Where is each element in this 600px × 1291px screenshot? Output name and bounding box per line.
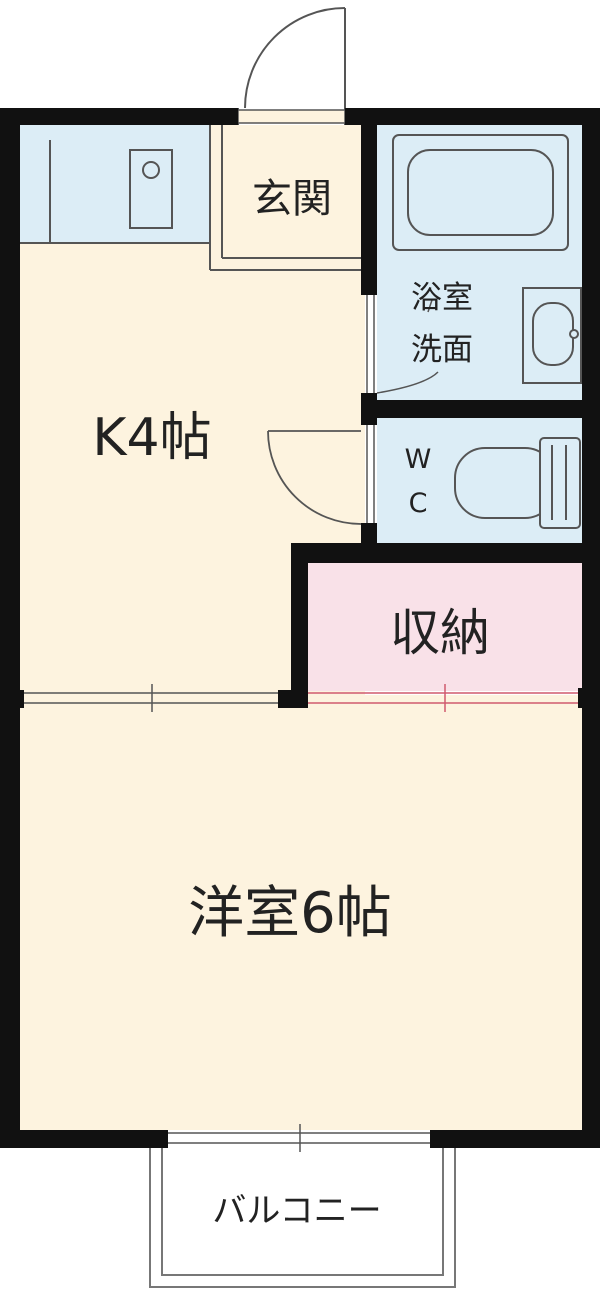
closet-floor [308, 563, 582, 691]
balcony-outline [149, 1148, 456, 1288]
entrance-floor [223, 126, 361, 257]
toilet-label-line2: C [409, 488, 428, 519]
western-room-floor [20, 695, 582, 1130]
sliding-door-kitchen [24, 684, 278, 712]
kitchen-counter-area [20, 125, 210, 243]
bathroom-door [366, 295, 439, 394]
closet-label: 収納 [390, 604, 490, 662]
kitchen-door [267, 430, 362, 525]
balcony-label: バルコニー [212, 1191, 381, 1231]
balcony-window [168, 1124, 430, 1152]
bath-label-line2: 洗面 [411, 332, 473, 368]
bathroom-fixtures [392, 134, 582, 384]
toilet-door [366, 425, 375, 523]
western-room-label: 洋室6帖 [188, 881, 392, 946]
sink-icon [129, 149, 173, 229]
toilet-label-line1: W [405, 444, 432, 475]
entrance-door [237, 7, 346, 125]
kitchen-fixtures [20, 125, 361, 271]
bath-label-line1: 浴室 [411, 280, 473, 316]
toilet-fixtures [454, 437, 581, 529]
kitchen-label: K4帖 [92, 408, 211, 468]
outer-walls [0, 108, 600, 1148]
interior-walls [0, 125, 588, 708]
sliding-door-closet [308, 684, 578, 712]
entrance-label: 玄関 [252, 176, 332, 222]
entrance-threshold [237, 109, 346, 124]
